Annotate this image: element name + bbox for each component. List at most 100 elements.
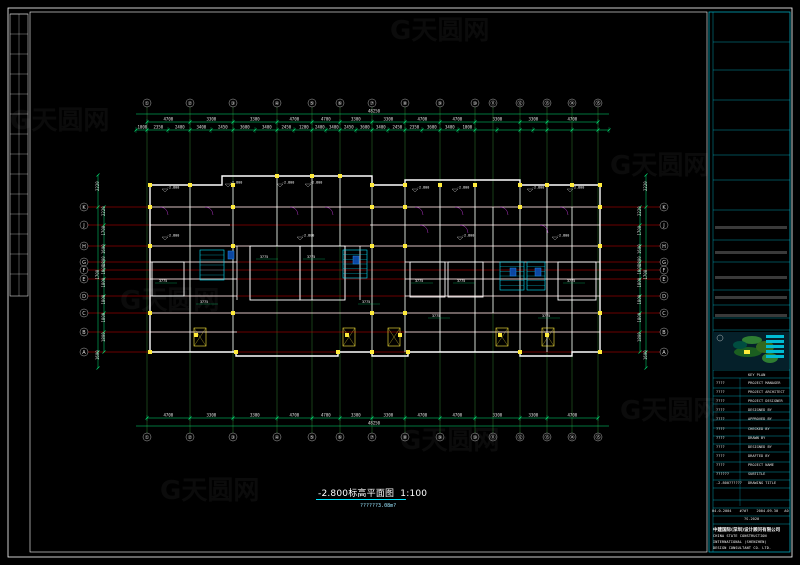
shaft xyxy=(387,327,401,347)
key-plan-image xyxy=(713,332,789,370)
grid-bubble xyxy=(542,98,552,108)
grid-label: A xyxy=(82,350,86,356)
top-dim-text: 4700 xyxy=(164,117,174,122)
grid-bubble xyxy=(79,220,89,230)
level-marker xyxy=(411,188,419,193)
drawing-area-note: ??????3.08m? xyxy=(360,503,397,509)
drawing-title-text: -2.800标高平面图 xyxy=(318,489,395,499)
door-swing xyxy=(559,206,569,216)
key-plan-legend xyxy=(766,350,784,353)
top-sub-dim-text: 2450 xyxy=(218,125,228,130)
title-field-value: ???? xyxy=(716,399,725,404)
overall-dim-text: 48250 xyxy=(368,109,381,114)
key-plan-legend xyxy=(766,335,784,338)
key-plan-highlight xyxy=(744,350,750,354)
grid-bubble xyxy=(142,98,152,108)
level-mark-text: -2.800 xyxy=(302,234,314,238)
top-sub-dim-text: 2450 xyxy=(282,125,292,130)
right-outer-dim-tick xyxy=(644,350,648,354)
drawing-frame xyxy=(7,7,793,558)
grid-label: ① xyxy=(145,101,150,107)
grid-bubble xyxy=(272,98,282,108)
left-dim-text: 1800 xyxy=(101,256,106,266)
grid-label: ③ xyxy=(231,435,235,441)
right-dim-text: 2220 xyxy=(637,206,642,216)
title-field-value: ???? xyxy=(716,462,725,467)
grid-label: ⑧ xyxy=(403,435,408,441)
shaft xyxy=(193,327,207,347)
structural-column xyxy=(370,183,374,187)
grid-label: ⑭ xyxy=(569,100,574,107)
grid-bubble xyxy=(400,98,410,108)
grid-label: H xyxy=(82,244,86,250)
top-sub-dim-text: 3400 xyxy=(197,125,207,130)
door-swing xyxy=(159,206,169,216)
right-dim-text: 1700 xyxy=(637,225,642,235)
shaft xyxy=(342,327,356,347)
grid-bubble xyxy=(488,98,498,108)
right-outer-dim-tick xyxy=(644,366,648,370)
structural-column xyxy=(403,205,407,209)
top-dim-text: 4700 xyxy=(290,117,300,122)
left-outer-dim-tick xyxy=(96,173,100,177)
structural-column xyxy=(598,350,602,354)
right-outer-dim-text: 2220 xyxy=(643,181,648,191)
structural-column xyxy=(231,244,235,248)
title-field-label: CHECKED BY xyxy=(748,426,770,431)
level-marker xyxy=(566,188,574,193)
room-dim-text: 3775 xyxy=(159,279,167,283)
left-dim-tick xyxy=(102,277,106,281)
top-dim-text: 4700 xyxy=(453,117,463,122)
grid-label: ⑫ xyxy=(517,100,522,107)
date-cell: 04-0-2004 xyxy=(712,509,732,513)
title-field-label: DESIGNED BY xyxy=(748,408,772,413)
key-plan-legend xyxy=(766,340,784,343)
title-field-label: APPROVED BY xyxy=(748,417,772,422)
right-dim-text: 1800 xyxy=(637,264,642,274)
door-swing xyxy=(289,206,299,216)
grid-bubble xyxy=(79,274,89,284)
grid-label: ⑨ xyxy=(438,101,442,107)
room-outline xyxy=(249,245,301,301)
right-dim-tick xyxy=(638,311,642,315)
grid-bubble xyxy=(659,347,669,357)
right-dim-tick xyxy=(638,223,642,227)
level-mark-text: -2.800 xyxy=(462,234,474,238)
structural-column xyxy=(148,205,152,209)
grid-bubble xyxy=(435,432,445,442)
grid-label: ⑤ xyxy=(310,101,314,107)
grid-bubble xyxy=(79,202,89,212)
right-dim-tick xyxy=(638,205,642,209)
door-swing xyxy=(454,206,464,216)
key-plan-block xyxy=(742,336,762,344)
title-field-label: DESIGNED BY xyxy=(748,444,772,449)
title-field-value: ???? xyxy=(716,390,725,395)
left-outer-dim-tick xyxy=(96,205,100,209)
top-dim-text: 4700 xyxy=(418,117,428,122)
level-mark-text: -2.800 xyxy=(532,186,544,190)
grid-bubble xyxy=(567,98,577,108)
left-dim-text: 1800 xyxy=(101,312,106,322)
left-dim-text: 1800 xyxy=(101,332,106,342)
bottom-dim-text: 3300 xyxy=(493,413,503,418)
grid-label: ② xyxy=(188,435,193,441)
top-sub-dim-text: 2400 xyxy=(315,125,325,130)
room-dim-text: 3775 xyxy=(542,314,550,318)
right-dim-text: 1800 xyxy=(637,312,642,322)
right-dim-tick xyxy=(638,330,642,334)
date-row: 04-0-2004 #?#? 2004.09.30 A0 xyxy=(712,509,789,513)
grid-label: H xyxy=(662,244,666,250)
grid-label: J xyxy=(82,223,84,229)
grid-label: F xyxy=(83,268,86,274)
stair-landing xyxy=(534,267,542,277)
grid-label: E xyxy=(82,277,85,283)
grid-bubble xyxy=(272,432,282,442)
structural-column xyxy=(545,183,549,187)
structural-column xyxy=(498,333,502,337)
structural-column xyxy=(598,311,602,315)
right-dim-tick xyxy=(638,244,642,248)
structural-column xyxy=(370,350,374,354)
left-dim-text: 1800 xyxy=(101,264,106,274)
room-outline xyxy=(409,261,446,298)
grid-label: G xyxy=(662,260,666,266)
